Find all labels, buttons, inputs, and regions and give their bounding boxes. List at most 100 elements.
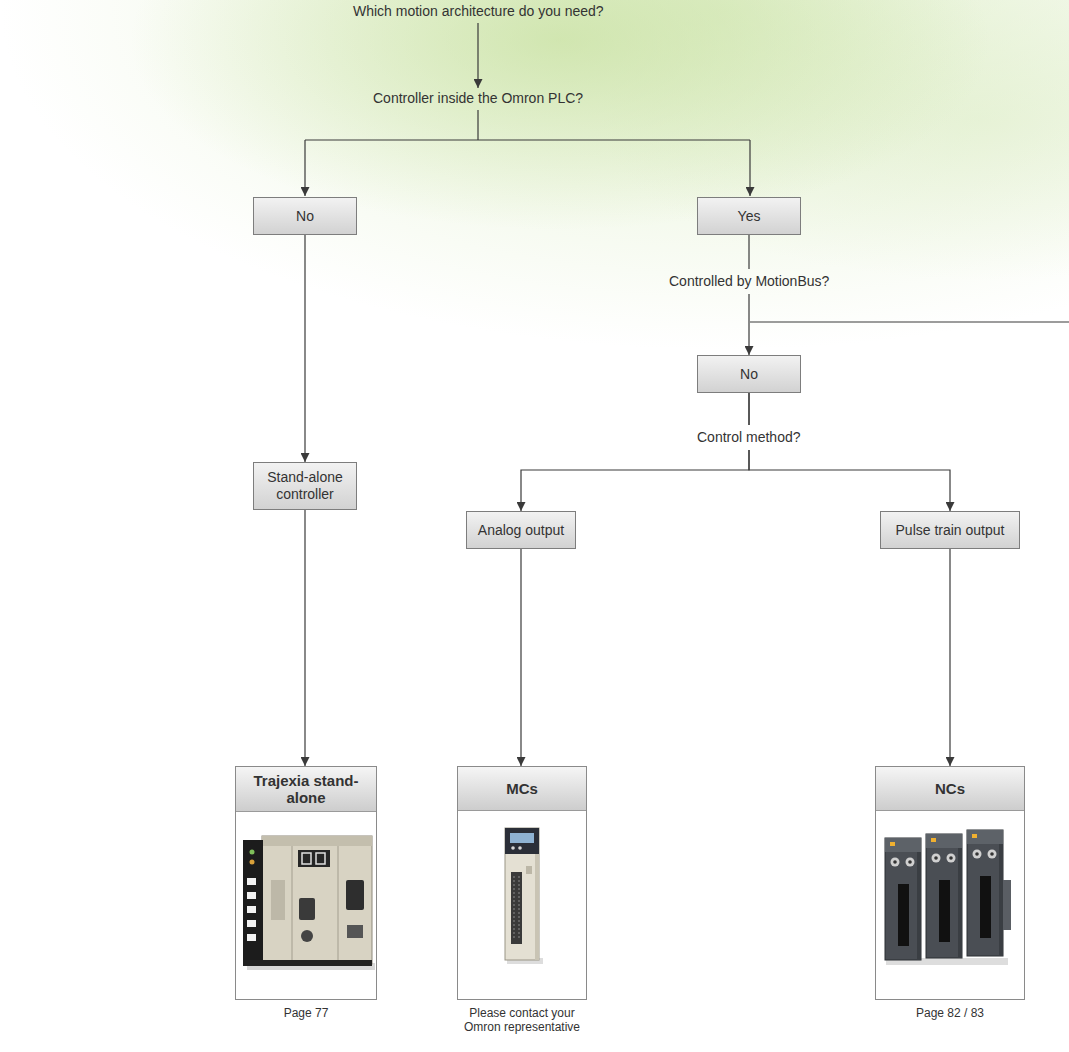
nc-module-part [917,852,921,960]
option-box: Stand-alone controller [253,462,357,510]
nc-module [967,830,1011,956]
product-name: Trajexia stand-alone [242,772,370,806]
mc-illustration-part [511,872,522,944]
trajexia-illustration-part [301,930,313,942]
answer-box: Yes [697,197,801,235]
nc-module-part [967,830,1003,844]
nc-module-part [972,834,977,838]
trajexia-illustration-part [302,853,311,864]
trajexia-illustration-part [247,934,256,941]
flow-connector [949,549,950,766]
flow-connector [521,393,749,511]
product-name: NCs [935,780,965,797]
trajexia-illustration-part [243,840,263,964]
box-text: No [296,208,314,225]
nc-module-part [999,844,1003,956]
trajexia-illustration-part [338,846,339,964]
box-text: Pulse train output [896,522,1005,539]
question-label: Control method? [697,429,801,446]
question-title: Which motion architecture do you need? [353,3,604,20]
mc-illustration-part [526,866,532,874]
nc-module-part [908,860,912,864]
nc-module-part [975,852,979,856]
mc-illustration-part [511,846,515,850]
trajexia-illustration-part [247,906,256,913]
product-box: Trajexia stand-alonePage 77 [235,766,377,1000]
mc-illustration-part [510,833,534,843]
nc-illustration [885,830,1011,965]
trajexia-illustration-part [298,850,330,867]
nc-module-part [947,854,956,863]
question-label: Controller inside the Omron PLC? [373,90,583,107]
nc-module-part [893,860,897,864]
nc-module-part [980,876,991,938]
trajexia-illustration-part [292,846,293,964]
edge-label: Controlled by MotionBus? [669,273,829,290]
nc-module-part [898,884,909,946]
answer-box: No [253,197,357,235]
trajexia-illustration-part [346,880,364,910]
nc-module-part [939,880,950,942]
flow-line [750,321,1069,322]
page-reference: Page 77 [231,1006,381,1020]
nc-module-part [934,856,938,860]
nc-module-part [906,858,915,867]
nc-module-part [990,852,994,856]
flow-connector [748,235,749,355]
mc-illustration-part [535,854,539,960]
trajexia-illustration-part [271,880,285,920]
trajexia-illustration-part [316,853,325,864]
mc-illustration-part [519,876,520,940]
flow-lines [305,23,1069,322]
trajexia-illustration-part [262,836,372,846]
option-box: Analog output [466,511,576,549]
flow-connector [749,393,950,511]
flow-line [304,140,305,196]
flow-connector [304,510,305,766]
nc-module-part [926,834,962,848]
nc-module-part [885,838,921,960]
trajexia-illustration-part [299,898,315,920]
box-text: Yes [738,208,761,225]
nc-module-part [926,834,962,958]
trajexia-illustration-part [250,850,255,855]
trajexia-illustration-part [243,960,372,966]
mc-illustration [505,828,543,964]
product-box: MCsPlease contact your Omron representat… [457,766,587,1000]
nc-module-part [949,856,953,860]
header-band: MCs [458,767,586,811]
nc-module-part [988,850,997,859]
header-band: Trajexia stand-alone [236,767,376,812]
nc-module-part [885,838,921,852]
trajexia-illustration-part [247,892,256,899]
nc-module-part [891,858,900,867]
nc-module [885,838,921,960]
page-reference: Please contact your Omron representative [452,1006,592,1034]
nc-module-part [973,850,982,859]
trajexia-illustration-part [247,920,256,927]
trajexia-illustration-part [247,878,256,885]
option-box: Pulse train output [880,511,1020,549]
flow-line [477,23,478,88]
product-name: MCs [506,780,538,797]
flow-connector [304,235,305,462]
trajexia-illustration [243,836,375,970]
mc-illustration-part [505,828,539,960]
nc-module-part [958,848,962,958]
box-text: Analog output [478,522,564,539]
product-box: NCsPage 82 / 83 [875,766,1025,1000]
trajexia-illustration-part [347,925,363,938]
mc-illustration-part [518,846,522,850]
trajexia-illustration-part [262,836,372,964]
mc-illustration-part [514,876,515,940]
nc-module-part [932,854,941,863]
answer-box: No [697,355,801,393]
page-reference: Page 82 / 83 [875,1006,1025,1020]
nc-module [926,834,962,958]
trajexia-illustration-part [250,860,255,865]
flow-connector [520,549,521,766]
nc-module-part [967,830,1003,956]
mc-illustration-part [505,828,539,854]
flow-line [305,110,750,140]
